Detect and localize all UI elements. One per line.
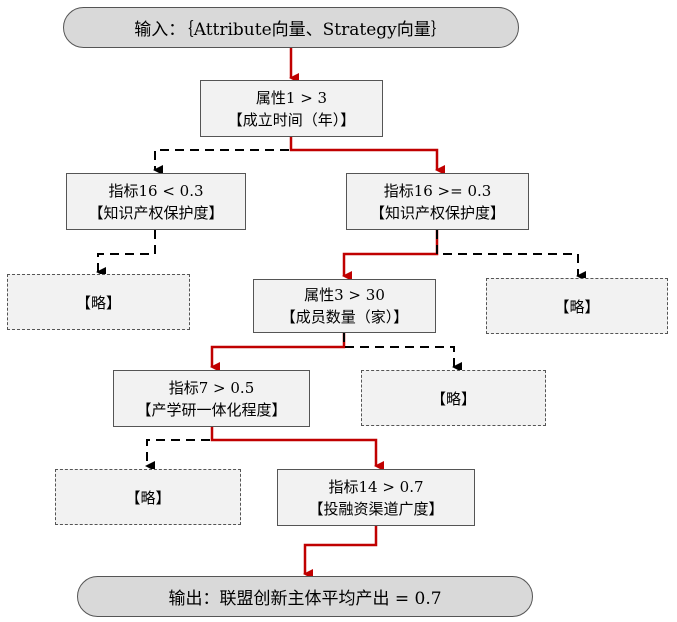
node-indicator-14-condition: 指标14 > 0.7: [328, 477, 424, 496]
edge-n1-n3: [289, 137, 445, 175]
output-label: 输出：联盟创新主体平均产出 = 0.7: [168, 589, 442, 609]
node-attribute-3: 属性3 > 30 【成员数量（家）】: [253, 279, 436, 333]
output-terminal: 输出：联盟创新主体平均产出 = 0.7: [77, 576, 533, 617]
leaf-omitted-3-label: 【略】: [430, 389, 476, 408]
edge-n3-l2: [436, 230, 586, 281]
leaf-omitted-1-label: 【略】: [75, 293, 121, 312]
edge-n2-l1: [96, 230, 156, 277]
edge-n4-n5: [210, 333, 346, 372]
edge-n1-n2: [153, 137, 292, 175]
edge-n4-l3: [343, 333, 462, 372]
edge-n5-l4: [145, 427, 213, 471]
node-indicator-7: 指标7 > 0.5 【产学研一体化程度】: [113, 370, 310, 427]
input-terminal: 输入：｛Attribute向量、Strategy向量｝: [63, 7, 519, 48]
node-indicator-16-high-condition: 指标16 >= 0.3: [383, 181, 492, 200]
edge-n5-n6: [210, 427, 384, 471]
leaf-omitted-4: 【略】: [55, 469, 241, 525]
leaf-omitted-2: 【略】: [486, 278, 668, 334]
edge-n6-output: [303, 526, 378, 579]
node-indicator-16-high: 指标16 >= 0.3 【知识产权保护度】: [346, 173, 529, 230]
node-attribute-3-label: 【成员数量（家）】: [280, 308, 409, 326]
node-attribute-3-condition: 属性3 > 30: [304, 286, 385, 304]
node-attribute-1-condition: 属性1 > 3: [255, 88, 328, 107]
leaf-omitted-1: 【略】: [7, 274, 190, 330]
node-attribute-1-label: 【成立时间（年）】: [227, 110, 356, 129]
leaf-omitted-2-label: 【略】: [554, 297, 600, 316]
node-indicator-16-high-label: 【知识产权保护度】: [369, 203, 505, 222]
node-indicator-7-label: 【产学研一体化程度】: [136, 400, 287, 419]
node-indicator-7-condition: 指标7 > 0.5: [168, 378, 255, 397]
node-indicator-16-low-condition: 指标16 < 0.3: [108, 181, 204, 200]
node-attribute-1: 属性1 > 3 【成立时间（年）】: [200, 80, 383, 137]
node-indicator-16-low: 指标16 < 0.3 【知识产权保护度】: [66, 173, 246, 230]
node-indicator-14: 指标14 > 0.7 【投融资渠道广度】: [277, 469, 475, 526]
leaf-omitted-3: 【略】: [361, 370, 546, 426]
leaf-omitted-4-label: 【略】: [125, 488, 171, 507]
node-indicator-16-low-label: 【知识产权保护度】: [88, 203, 224, 222]
node-indicator-14-label: 【投融资渠道广度】: [308, 499, 444, 518]
input-label: 输入：｛Attribute向量、Strategy向量｝: [134, 20, 448, 40]
edge-n3-n4: [342, 230, 439, 281]
